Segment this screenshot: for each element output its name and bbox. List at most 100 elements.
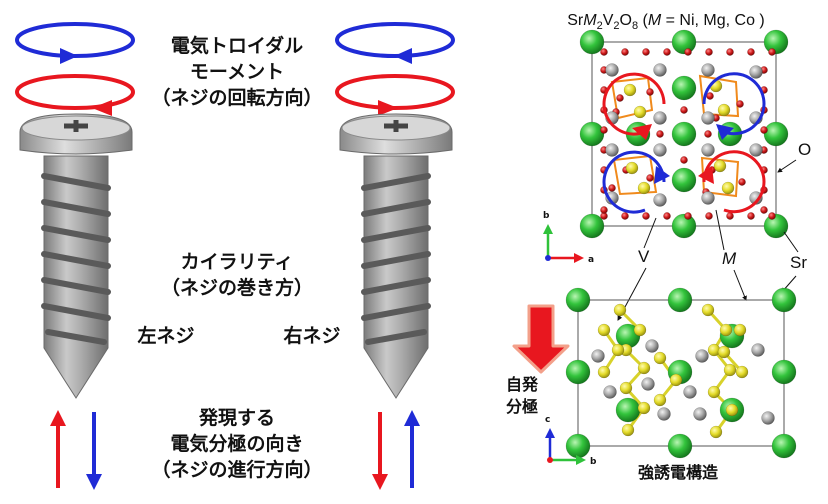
bottom-right-red-rotation-head xyxy=(698,166,714,184)
left-screw-label: 左ネジ xyxy=(137,324,194,347)
m-atom xyxy=(653,143,667,157)
v-atom xyxy=(637,181,651,195)
m-atom xyxy=(695,349,709,363)
toroidal-label-line-3: （ネジの回転方向） xyxy=(151,86,322,109)
v-atom xyxy=(709,425,723,439)
top-right-blue-rotation xyxy=(702,72,766,136)
o-atom xyxy=(646,88,654,96)
spontaneous-label-line-1: 自発 xyxy=(506,375,539,394)
toroidal-moment-label: 電気トロイダル モーメント （ネジの回転方向） xyxy=(151,34,322,109)
o-pointer xyxy=(777,159,797,173)
left-red-rotation-ring xyxy=(15,74,135,110)
left-screw-threads xyxy=(41,173,111,345)
spontaneous-polarization-arrow xyxy=(512,304,570,374)
polarization-label-line-1: 発現する xyxy=(198,406,275,429)
o-atom xyxy=(642,212,650,220)
v-atom xyxy=(653,351,667,365)
bottom-m-atoms xyxy=(591,339,775,425)
bottom-left-blue-rotation-head xyxy=(654,166,670,184)
o-atom xyxy=(736,100,744,108)
o-atom xyxy=(738,178,746,186)
v-atom xyxy=(717,345,731,359)
sr-atom-label: Sr xyxy=(790,253,807,272)
v-atom xyxy=(597,365,611,379)
m-atom xyxy=(591,349,605,363)
m-atom xyxy=(645,339,659,353)
left-screw-cross-icon xyxy=(64,120,88,132)
o-atom xyxy=(621,48,629,56)
left-red-rotation-arrowhead xyxy=(92,100,112,116)
top-right-blue-rotation-head xyxy=(716,124,734,140)
m-atom xyxy=(605,143,619,157)
v-atom xyxy=(735,365,749,379)
crystal-formula: SrM2V2O8 (M = Ni, Mg, Co ) xyxy=(567,12,765,32)
sr-atom xyxy=(615,397,641,423)
sr-pointer-top xyxy=(783,231,799,253)
sr-atom xyxy=(667,433,693,459)
m-atom xyxy=(701,191,715,205)
o-atom xyxy=(656,130,664,138)
o-atom xyxy=(747,212,755,220)
sr-atom xyxy=(579,121,605,147)
toroidal-label-line-1: 電気トロイダル xyxy=(171,34,303,57)
top-axis-origin xyxy=(545,255,551,261)
o-atom xyxy=(705,212,713,220)
polarization-label-line-2: 電気分極の向き xyxy=(170,432,303,455)
top-left-red-rotation-head xyxy=(632,124,652,140)
bottom-crystal-structure xyxy=(565,287,797,459)
o-atom xyxy=(600,206,608,214)
v-atom xyxy=(637,361,651,375)
o-atom xyxy=(760,206,768,214)
o-atom xyxy=(706,92,714,100)
left-blue-rotation-ring xyxy=(15,22,135,58)
bottom-right-red-rotation xyxy=(702,150,766,214)
v-atom xyxy=(713,159,727,173)
v-atom xyxy=(669,373,683,387)
sr-atom xyxy=(565,433,591,459)
v-atom xyxy=(619,381,633,395)
m-atom xyxy=(653,193,667,207)
o-atom xyxy=(600,48,608,56)
o-atom-label: O xyxy=(798,140,811,159)
v-atom xyxy=(707,385,721,399)
o-atom xyxy=(760,126,768,134)
polarization-label-line-3: （ネジの進行方向） xyxy=(151,458,322,481)
v-atom xyxy=(611,343,625,357)
o-atom xyxy=(646,174,654,182)
top-axis-a-label: a xyxy=(588,255,594,265)
top-axis-b-head xyxy=(543,224,553,234)
bottom-axis-b-head xyxy=(576,455,586,465)
v-atom xyxy=(633,323,647,337)
o-atom xyxy=(680,106,688,114)
m-atom xyxy=(603,385,617,399)
m-atom xyxy=(653,111,667,125)
sr-atom xyxy=(771,287,797,313)
m-atom xyxy=(761,411,775,425)
top-crystal-structure xyxy=(579,29,789,239)
sr-atom xyxy=(579,29,605,55)
o-atom xyxy=(684,212,692,220)
m-pointer-bottom xyxy=(733,269,747,301)
left-screw-shank xyxy=(43,155,109,399)
top-left-red-rotation xyxy=(602,72,666,136)
chirality-label: カイラリティ （ネジの巻き方） xyxy=(161,251,313,299)
v-atom xyxy=(701,303,715,317)
m-atom xyxy=(701,143,715,157)
right-screw-label: 右ネジ xyxy=(282,324,340,347)
sr-atom xyxy=(671,167,697,193)
right-red-rotation-arrowhead xyxy=(378,100,398,116)
v-atom xyxy=(633,105,647,119)
right-blue-rotation-ring xyxy=(335,22,455,58)
m-atom xyxy=(693,407,707,421)
v-atom-label: V xyxy=(638,247,650,266)
bottom-axis-origin xyxy=(547,457,553,463)
v-atom xyxy=(653,393,667,407)
sr-atom xyxy=(763,213,789,239)
m-atom xyxy=(657,407,671,421)
sr-atom xyxy=(771,359,797,385)
m-atom xyxy=(701,63,715,77)
o-atom xyxy=(747,48,755,56)
sr-atom xyxy=(565,287,591,313)
bottom-axis-b-label: b xyxy=(590,457,597,467)
